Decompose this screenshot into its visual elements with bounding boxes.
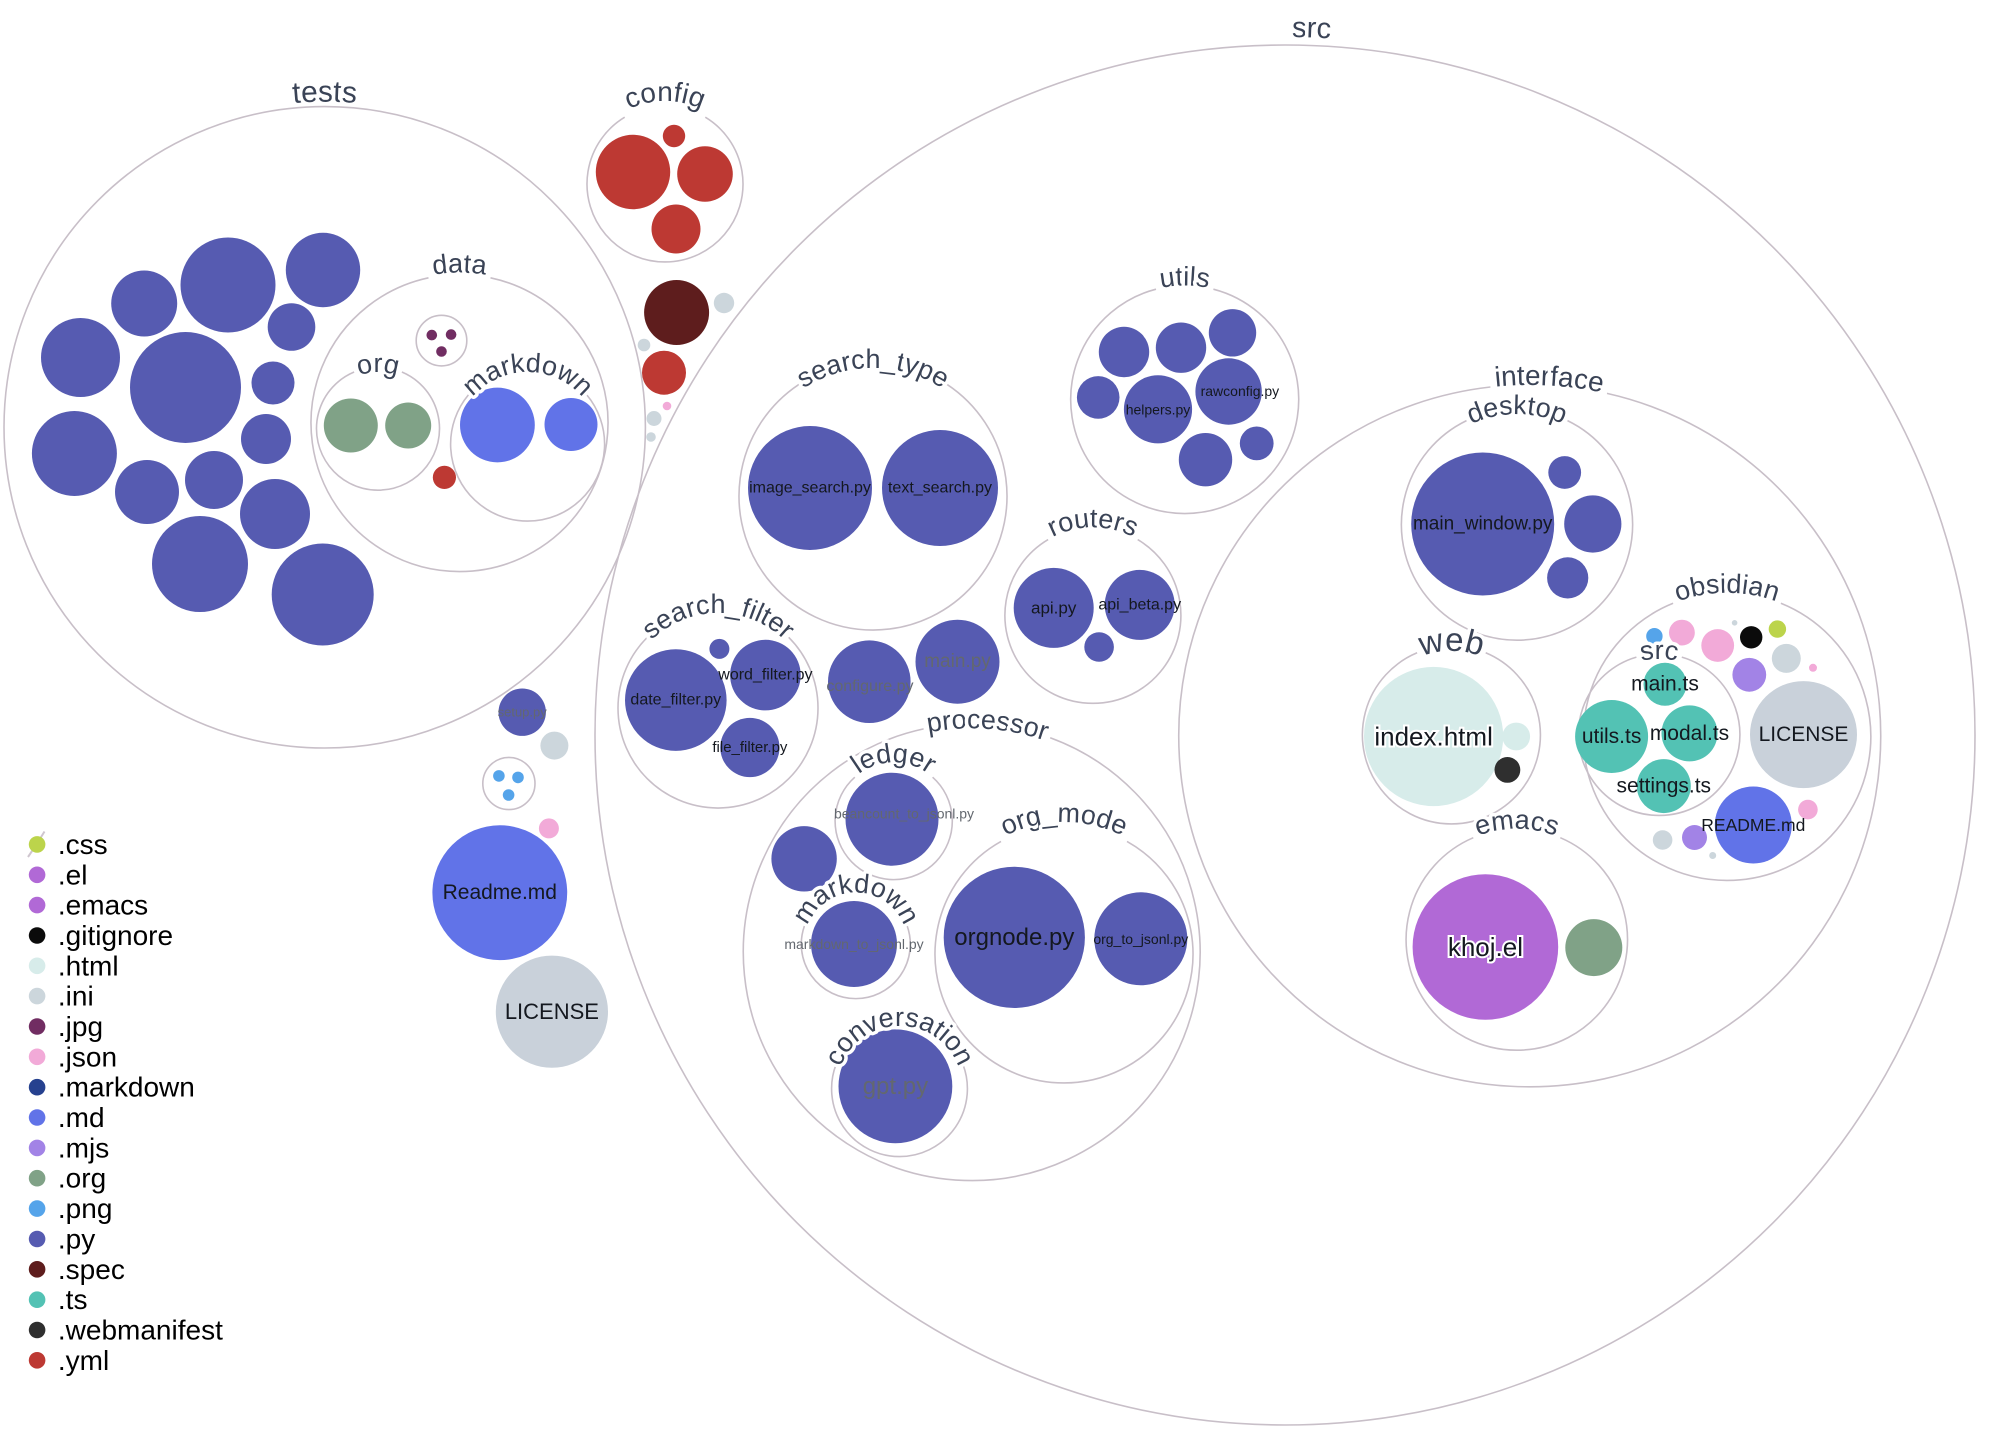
svg-text:.css: .css [58, 829, 108, 860]
svg-text:.py: .py [58, 1224, 95, 1255]
svg-text:Readme.md: Readme.md [443, 881, 557, 904]
svg-text:.yml: .yml [58, 1345, 109, 1376]
svg-text:main_window.py: main_window.py [1413, 514, 1553, 535]
svg-text:.webmanifest: .webmanifest [58, 1315, 223, 1346]
svg-text:src: src [1638, 635, 1681, 667]
svg-text:web: web [1414, 621, 1488, 663]
svg-text:utils.ts: utils.ts [1582, 725, 1642, 748]
svg-text:routers: routers [1042, 503, 1142, 542]
svg-text:utils: utils [1157, 261, 1212, 293]
svg-text:tests: tests [291, 76, 358, 111]
svg-text:rawconfig.py: rawconfig.py [1201, 383, 1280, 399]
svg-text:api_beta.py: api_beta.py [1098, 596, 1181, 613]
svg-text:helpers.py: helpers.py [1126, 401, 1191, 417]
svg-text:.el: .el [58, 859, 88, 890]
svg-text:.emacs: .emacs [58, 890, 148, 921]
svg-text:.spec: .spec [58, 1254, 125, 1285]
svg-text:obsidian: obsidian [1671, 569, 1784, 607]
svg-text:.org: .org [58, 1163, 106, 1194]
svg-text:README.md: README.md [1701, 815, 1805, 835]
svg-text:search_type: search_type [791, 344, 954, 394]
svg-text:.json: .json [58, 1041, 117, 1072]
svg-text:date_filter.py: date_filter.py [630, 692, 721, 709]
svg-text:markdown: markdown [456, 348, 599, 402]
svg-text:desktop: desktop [1463, 390, 1572, 429]
svg-text:index.html: index.html [1374, 722, 1493, 752]
svg-text:org_to_jsonl.py: org_to_jsonl.py [1093, 931, 1188, 947]
svg-text:.jpg: .jpg [58, 1011, 103, 1042]
svg-text:data: data [430, 248, 489, 280]
svg-text:src: src [1292, 12, 1332, 45]
svg-text:search_filter: search_filter [636, 589, 801, 645]
svg-text:.html: .html [58, 950, 119, 981]
svg-text:LICENSE: LICENSE [505, 999, 599, 1024]
svg-text:configure.py: configure.py [826, 678, 913, 695]
svg-text:text_search.py: text_search.py [888, 480, 992, 497]
svg-text:.ini: .ini [58, 981, 94, 1012]
svg-text:khoj.el: khoj.el [1448, 932, 1523, 962]
svg-text:org: org [354, 348, 403, 381]
svg-text:processor: processor [924, 704, 1052, 746]
svg-text:LICENSE: LICENSE [1759, 723, 1849, 746]
svg-text:.md: .md [58, 1102, 105, 1133]
svg-text:setup.py: setup.py [498, 705, 548, 720]
svg-text:.mjs: .mjs [58, 1132, 109, 1163]
svg-text:api.py: api.py [1031, 598, 1077, 617]
svg-text:.png: .png [58, 1193, 113, 1224]
svg-text:config: config [620, 76, 710, 115]
svg-text:.markdown: .markdown [58, 1072, 195, 1103]
svg-text:beancount_to_jsonl.py: beancount_to_jsonl.py [834, 806, 974, 822]
svg-text:.ts: .ts [58, 1284, 88, 1315]
svg-text:.gitignore: .gitignore [58, 920, 173, 951]
svg-text:org_mode: org_mode [996, 798, 1132, 841]
svg-text:markdown_to_jsonl.py: markdown_to_jsonl.py [784, 936, 923, 952]
svg-text:settings.ts: settings.ts [1617, 775, 1712, 798]
svg-text:modal.ts: modal.ts [1650, 722, 1729, 745]
svg-text:image_search.py: image_search.py [749, 480, 871, 497]
svg-text:emacs: emacs [1471, 804, 1563, 841]
svg-text:main.py: main.py [924, 651, 991, 672]
svg-text:file_filter.py: file_filter.py [712, 739, 788, 756]
svg-text:orgnode.py: orgnode.py [954, 924, 1074, 951]
svg-text:word_filter.py: word_filter.py [717, 667, 812, 684]
svg-text:gpt.py: gpt.py [863, 1073, 928, 1100]
svg-text:main.ts: main.ts [1631, 673, 1699, 696]
